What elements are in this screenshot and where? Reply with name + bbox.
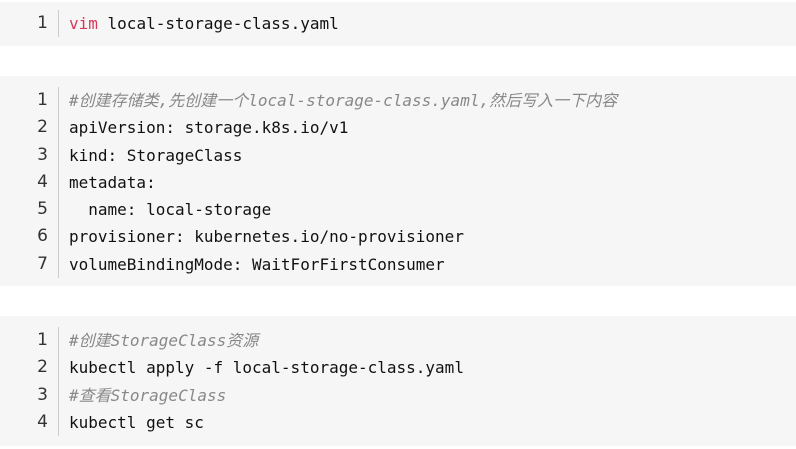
code-line: 6 provisioner: kubernetes.io/no-provision…	[0, 223, 617, 251]
code-block-kubectl-commands: 1 #创建StorageClass资源 2 kubectl apply -f loc…	[0, 316, 796, 446]
code-block-storageclass-yaml: 1 #创建存储类,先创建一个local-storage-class.yaml,然后…	[0, 76, 796, 286]
code-line: 2 kubectl apply -f local-storage-class.ya…	[0, 354, 464, 382]
line-number: 3	[0, 141, 59, 169]
code-line: 5 name: local-storage	[0, 196, 617, 224]
code-text: volumeBindingMode: WaitForFirstConsumer	[69, 254, 445, 274]
code-text: apiVersion: storage.k8s.io/v1	[69, 118, 349, 138]
code-line: 3 kind: StorageClass	[0, 141, 617, 169]
command-args: local-storage-class.yaml	[97, 14, 339, 33]
code-line: 7 volumeBindingMode: WaitForFirstConsumer	[0, 250, 617, 279]
line-number: 5	[0, 196, 59, 224]
code-text: kind: StorageClass	[69, 145, 243, 165]
code-text: provisioner: kubernetes.io/no-provisione…	[69, 227, 464, 247]
code-line: 1 vim local-storage-class.yaml	[0, 10, 339, 38]
code-block-vim-command: 1 vim local-storage-class.yaml	[0, 2, 796, 46]
code-comment: #创建存储类,先创建一个local-storage-class.yaml,然后写…	[69, 91, 618, 110]
code-text: name: local-storage	[69, 200, 272, 220]
line-number: 3	[0, 381, 59, 409]
code-text: kubectl apply -f local-storage-class.yam…	[69, 358, 464, 378]
line-number: 4	[0, 168, 59, 197]
code-comment: #查看StorageClass	[69, 385, 227, 405]
code-comment: #创建StorageClass资源	[69, 331, 259, 350]
code-text: kubectl get sc	[69, 412, 204, 432]
line-number: 4	[0, 408, 59, 437]
code-text: vim local-storage-class.yaml	[59, 10, 339, 37]
code-text: metadata:	[69, 172, 156, 192]
code-line: 1 #创建存储类,先创建一个local-storage-class.yaml,然后…	[0, 87, 618, 115]
line-number: 6	[0, 223, 59, 251]
line-number: 1	[0, 327, 59, 355]
code-line: 1 #创建StorageClass资源	[0, 327, 464, 355]
line-number: 1	[0, 87, 59, 115]
line-number: 1	[0, 10, 59, 38]
code-line: 4 kubectl get sc	[0, 408, 464, 437]
command-keyword: vim	[69, 14, 98, 33]
line-number: 2	[0, 354, 59, 382]
code-line: 2 apiVersion: storage.k8s.io/v1	[0, 114, 617, 142]
code-line: 3 #查看StorageClass	[0, 381, 464, 409]
code-line: 4 metadata:	[0, 168, 617, 197]
line-number: 7	[0, 250, 59, 279]
line-number: 2	[0, 114, 59, 142]
